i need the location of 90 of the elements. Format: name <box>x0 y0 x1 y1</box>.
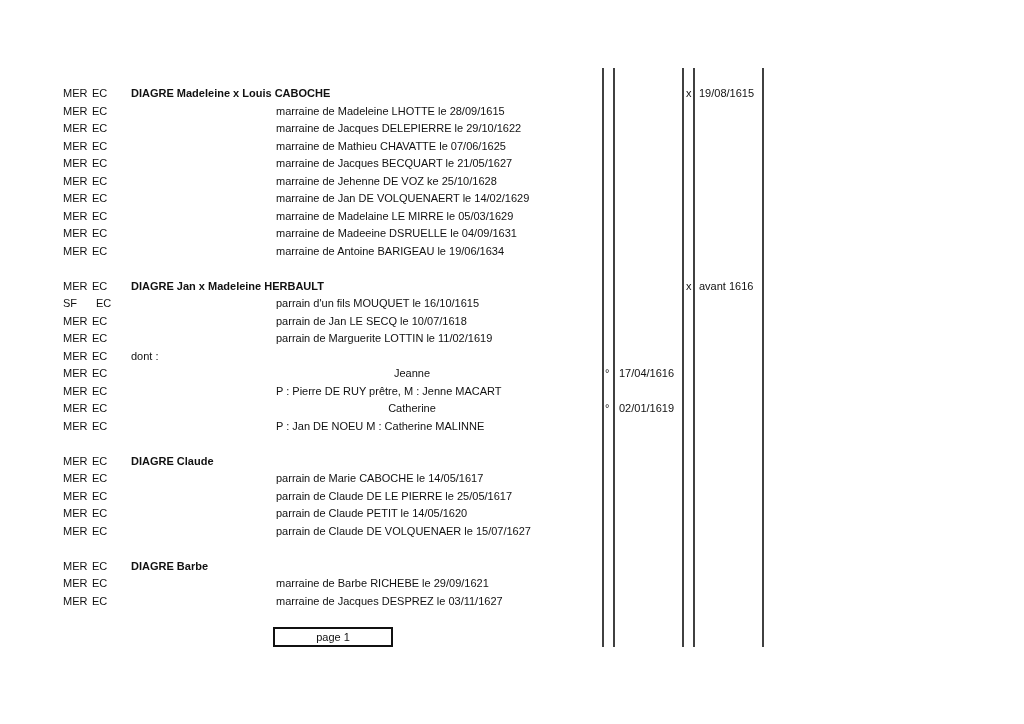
register-code: MER <box>63 506 88 520</box>
register-code: EC <box>92 243 108 258</box>
entry-text: marraine de Jan DE VOLQUENAERT le 14/02/1629 <box>276 191 530 205</box>
entry-text: parrain de Marie CABOCHE le 14/05/1617 <box>276 471 484 485</box>
entry-text: marraine de Antoine BARIGEAU le 19/06/1634 <box>276 243 505 258</box>
register-code: MER <box>63 488 88 503</box>
register-code: MER <box>63 191 88 205</box>
register-code: SF <box>63 296 78 310</box>
register-code: MER <box>63 243 88 258</box>
entry-text: parrain de Claude PETIT le 14/05/1620 <box>276 506 468 520</box>
entry-text: parrain de Claude DE VOLQUENAER le 15/07/1627 <box>276 523 531 538</box>
marriage-mark: x <box>686 278 692 293</box>
register-code: EC <box>92 278 108 293</box>
entry-text: P : Jan DE NOEU M : Catherine MALINNE <box>276 418 485 433</box>
register-code: EC <box>92 506 108 520</box>
person-name-heading: DIAGRE Claude <box>131 453 214 468</box>
entry-text: parrain de Claude DE LE PIERRE le 25/05/1617 <box>276 488 513 503</box>
entry-text: marraine de Mathieu CHAVATTE le 07/06/1625 <box>276 138 506 153</box>
entry-text: marraine de Jacques DESPREZ le 03/11/1627 <box>276 593 503 608</box>
register-code: EC <box>92 366 108 380</box>
date-text: 19/08/1615 <box>699 86 755 100</box>
register-code: MER <box>63 593 88 608</box>
marriage-mark: x <box>686 86 692 100</box>
register-code: MER <box>63 313 88 328</box>
register-code: EC <box>92 523 108 538</box>
register-code: EC <box>92 331 108 345</box>
register-code: EC <box>92 488 108 503</box>
register-code: MER <box>63 86 88 100</box>
entry-text: marraine de Madeleine LHOTTE le 28/09/1615 <box>276 103 505 118</box>
register-code: MER <box>63 471 88 485</box>
register-code: EC <box>92 103 108 118</box>
register-code: EC <box>92 576 108 590</box>
entry-text: marraine de Madeeine DSRUELLE le 04/09/1631 <box>276 226 517 240</box>
child-name: Catherine <box>388 401 436 415</box>
register-code: MER <box>63 121 88 135</box>
date-text: 02/01/1619 <box>619 401 675 415</box>
register-code: MER <box>63 331 88 345</box>
register-code: MER <box>63 453 88 468</box>
entry-text: parrain de Jan LE SECQ le 10/07/1618 <box>276 313 467 328</box>
register-code: EC <box>92 138 108 153</box>
register-code: EC <box>92 418 108 433</box>
register-code: MER <box>63 226 88 240</box>
register-code: EC <box>92 86 108 100</box>
birth-mark: ° <box>605 366 610 380</box>
register-code: MER <box>63 208 88 223</box>
entry-text: marraine de Madelaine LE MIRRE le 05/03/1629 <box>276 208 514 223</box>
register-code: EC <box>92 226 108 240</box>
register-code: EC <box>92 156 108 170</box>
date-text: avant 1616 <box>699 278 754 293</box>
entry-text: marraine de Jacques BECQUART le 21/05/1627 <box>276 156 513 170</box>
register-code: EC <box>92 348 108 363</box>
entry-text: parrain d'un fils MOUQUET le 16/10/1615 <box>276 296 480 310</box>
register-code: MER <box>63 383 88 398</box>
person-name-heading: DIAGRE Jan x Madeleine HERBAULT <box>131 278 324 293</box>
register-code: MER <box>63 138 88 153</box>
entry-text: parrain de Marguerite LOTTIN le 11/02/1619 <box>276 331 493 345</box>
register-code: MER <box>63 418 88 433</box>
register-code: MER <box>63 401 88 415</box>
register-code: EC <box>92 401 108 415</box>
person-name-heading: DIAGRE Madeleine x Louis CABOCHE <box>131 86 331 100</box>
register-code: EC <box>92 558 108 573</box>
register-code: MER <box>63 576 88 590</box>
child-name: Jeanne <box>393 366 431 380</box>
register-code: MER <box>63 366 88 380</box>
page-number-box: page 1 <box>273 627 393 647</box>
register-code: EC <box>92 313 108 328</box>
person-name-heading: DIAGRE Barbe <box>131 558 209 573</box>
entry-text: dont : <box>131 348 159 363</box>
date-text: 17/04/1616 <box>619 366 675 380</box>
register-code: MER <box>63 173 88 188</box>
register-code: MER <box>63 156 88 170</box>
register-code: MER <box>63 278 88 293</box>
entry-text: marraine de Jehenne DE VOZ ke 25/10/1628 <box>276 173 497 188</box>
register-code: EC <box>92 453 108 468</box>
register-code: EC <box>92 208 108 223</box>
register-code: EC <box>92 471 108 485</box>
register-code: EC <box>92 173 108 188</box>
register-code: EC <box>92 593 108 608</box>
register-code: EC <box>92 191 108 205</box>
register-code: MER <box>63 558 88 573</box>
register-code: MER <box>63 523 88 538</box>
register-code: EC <box>92 121 108 135</box>
register-code: EC <box>96 296 112 310</box>
register-code: MER <box>63 348 88 363</box>
register-code: MER <box>63 103 88 118</box>
register-code: EC <box>92 383 108 398</box>
entry-text: marraine de Barbe RICHEBE le 29/09/1621 <box>276 576 489 590</box>
entry-text: P : Pierre DE RUY prêtre, M : Jenne MACART <box>276 383 502 398</box>
birth-mark: ° <box>605 401 610 415</box>
entry-text: marraine de Jacques DELEPIERRE le 29/10/1622 <box>276 121 522 135</box>
